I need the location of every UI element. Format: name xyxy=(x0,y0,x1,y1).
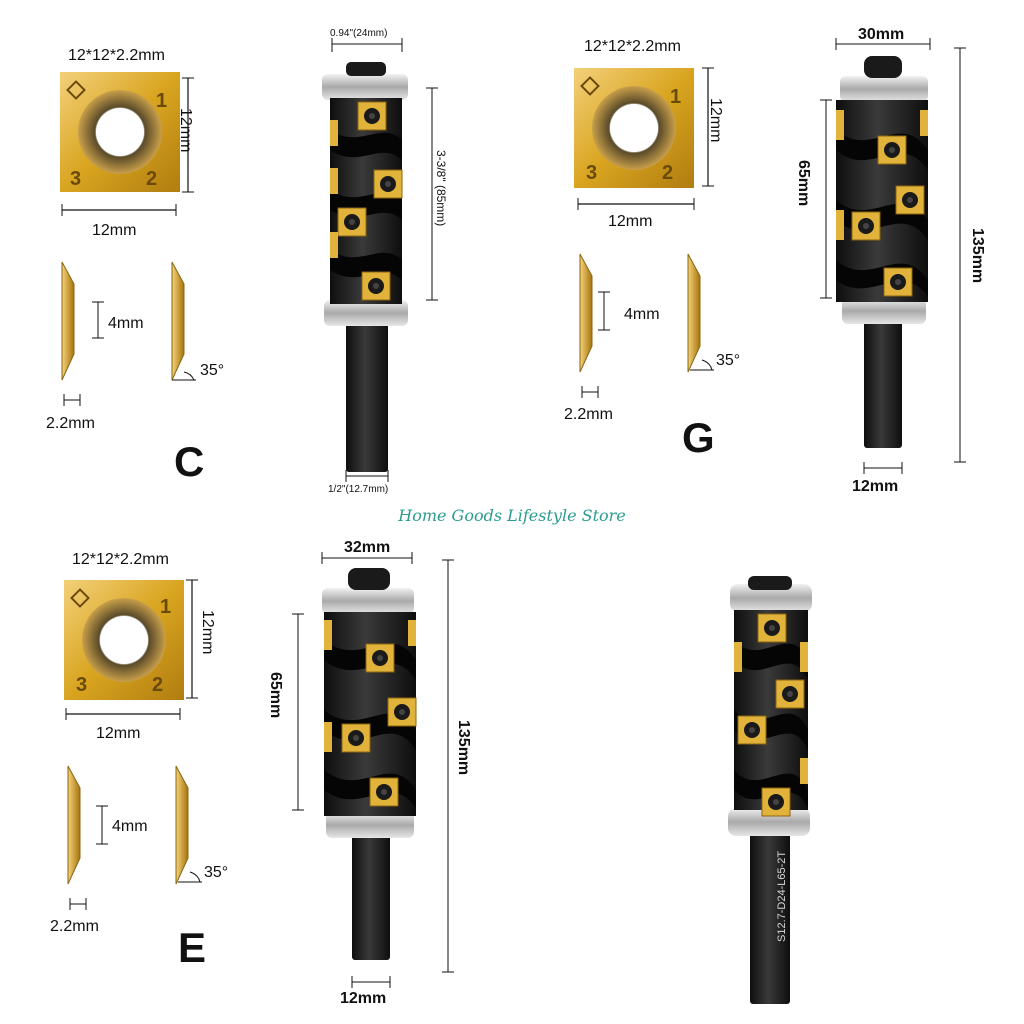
panel-c-insert-width: 12mm xyxy=(92,222,137,239)
panel-g-total-length: 135mm xyxy=(969,228,986,284)
panel-g-insert-number-2: 2 xyxy=(662,162,674,184)
panel-g-shank: 12mm xyxy=(852,478,899,495)
panel-c-edge-b xyxy=(171,261,185,381)
panel-e-total-length: 135mm xyxy=(455,720,472,776)
panel-g-insert-number-1: 1 xyxy=(670,86,682,108)
panel-g-edge-height: 4mm xyxy=(624,306,660,323)
panel-e-insert-number-2: 2 xyxy=(152,674,164,696)
panel-e-insert-number-1: 1 xyxy=(160,596,172,618)
panel-g-cutter xyxy=(836,56,928,448)
panel-c-cutting-length: 3-3/8" (85mm) xyxy=(434,150,448,227)
product-photo-cutter xyxy=(728,576,812,1004)
panel-e-insert-height: 12mm xyxy=(199,610,216,655)
panel-g-letter: G xyxy=(682,414,715,461)
panel-c-cutter xyxy=(322,62,408,472)
panel-e-insert-number-3: 3 xyxy=(76,674,88,696)
panel-g-thickness: 2.2mm xyxy=(564,406,613,423)
panel-g-cutting-length: 65mm xyxy=(795,160,812,207)
panel-e-insert-width: 12mm xyxy=(96,725,141,742)
panel-c-cutter-diameter: 0.94"(24mm) xyxy=(330,28,388,39)
panel-c-insert-number-1: 1 xyxy=(156,90,168,112)
panel-c-letter: C xyxy=(174,438,205,485)
panel-c-edge-height: 4mm xyxy=(108,315,144,332)
panel-c-insert-number-3: 3 xyxy=(70,168,82,190)
panel-e-letter: E xyxy=(178,924,207,971)
panel-g-cutter-diameter: 30mm xyxy=(858,26,905,43)
panel-e-angle: 35° xyxy=(204,864,229,881)
panel-c-shank: 1/2"(12.7mm) xyxy=(328,484,389,495)
panel-e-edge-height: 4mm xyxy=(112,818,148,835)
panel-g-insert-width: 12mm xyxy=(608,213,653,230)
panel-g-edge-a xyxy=(579,253,593,373)
panel-c-edge-a xyxy=(61,261,75,381)
panel-e-insert-size: 12*12*2.2mm xyxy=(72,551,169,568)
panel-e-cutter xyxy=(322,568,417,960)
panel-c-angle: 35° xyxy=(200,362,225,379)
panel-c-insert-number-2: 2 xyxy=(146,168,158,190)
panel-g-edge-b xyxy=(687,253,701,373)
panel-e-edge-b xyxy=(175,765,189,885)
panel-c-insert-height: 12mm xyxy=(177,108,194,153)
panel-e-shank: 12mm xyxy=(340,990,387,1007)
panel-g-insert-size: 12*12*2.2mm xyxy=(584,38,681,55)
panel-e-cutter-diameter: 32mm xyxy=(344,539,391,556)
panel-g-insert-number-3: 3 xyxy=(586,162,598,184)
panel-e-cutting-length: 65mm xyxy=(267,672,284,719)
photo-shank-engraving: S12.7-D24-L65-2T xyxy=(776,850,788,942)
panel-g-angle: 35° xyxy=(716,352,741,369)
panel-c-insert-size: 12*12*2.2mm xyxy=(68,47,165,64)
store-watermark: Home Goods Lifestyle Store xyxy=(398,506,626,525)
panel-g-insert-height: 12mm xyxy=(707,98,724,143)
panel-e-edge-a xyxy=(67,765,81,885)
panel-e-thickness: 2.2mm xyxy=(50,918,99,935)
panel-c-thickness: 2.2mm xyxy=(46,415,95,432)
